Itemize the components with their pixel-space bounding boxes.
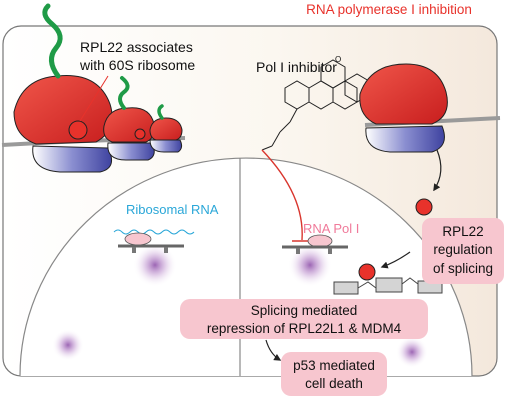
free-rpl22 bbox=[415, 198, 433, 216]
death-arrow bbox=[265, 339, 282, 361]
ribosome-large-subunit bbox=[149, 117, 183, 141]
ribosome-large-subunit bbox=[103, 107, 155, 143]
release-arrow bbox=[433, 149, 442, 192]
repression-line1: Splicing mediated bbox=[251, 303, 358, 318]
rpl22-on-premrna bbox=[358, 263, 376, 281]
rna-pol-i-right bbox=[307, 234, 333, 248]
nucleolus-small-left bbox=[52, 329, 84, 361]
nucleolus-small-right bbox=[396, 336, 428, 368]
ribosome-large-subunit bbox=[359, 63, 448, 125]
promoter-marker bbox=[328, 248, 332, 254]
rrna-transcripts bbox=[113, 229, 195, 235]
ribosome-small-subunit bbox=[32, 145, 113, 173]
rna-pol-i-left bbox=[124, 232, 152, 246]
rpl22-protein bbox=[134, 128, 146, 140]
ribosomal-rna-label: Ribosomal RNA bbox=[126, 202, 219, 217]
ribosome-small-subunit bbox=[149, 139, 183, 153]
ribosome-small-subunit bbox=[365, 125, 445, 153]
polysome bbox=[1, 3, 186, 173]
promoter-marker bbox=[132, 247, 136, 253]
inhibitor-label: Pol I inhibitor bbox=[256, 59, 337, 75]
promoter-marker bbox=[296, 248, 300, 254]
cell-death-callout bbox=[281, 352, 387, 396]
diagram-title: RNA polymerase I inhibition bbox=[306, 2, 472, 17]
polysome-label-line2: with 60S ribosome bbox=[79, 57, 195, 73]
rpl22-protein bbox=[68, 120, 88, 140]
nascent-peptide bbox=[42, 3, 63, 79]
exon bbox=[375, 277, 403, 293]
rna-pol-i-label: RNA Pol I bbox=[303, 221, 359, 236]
free-ribosome bbox=[359, 63, 501, 153]
pre-mrna bbox=[333, 277, 443, 295]
regulation-callout bbox=[422, 218, 504, 284]
regulation-arrow bbox=[380, 251, 411, 269]
regulation-line1: RPL22 bbox=[442, 224, 483, 239]
repression-line2: repression of RPL22L1 & MDM4 bbox=[207, 321, 402, 336]
nascent-peptide bbox=[118, 76, 130, 110]
exon bbox=[333, 281, 359, 295]
nucleolus-left bbox=[133, 243, 177, 287]
cell-death-line2: cell death bbox=[305, 376, 363, 391]
nascent-peptide bbox=[157, 104, 164, 120]
regulation-line3: of splicing bbox=[433, 261, 493, 276]
polysome-label-line1: RPL22 associates bbox=[80, 39, 193, 55]
regulation-line2: regulation bbox=[433, 242, 492, 257]
inhibitor-structure bbox=[261, 59, 370, 151]
rpl22-leader-line bbox=[79, 75, 109, 122]
nucleolus-right bbox=[288, 243, 332, 287]
repression-callout bbox=[180, 299, 428, 339]
carbonyl-oxygen: O bbox=[335, 55, 341, 64]
ribosome-small-subunit bbox=[107, 142, 155, 161]
promoter-marker bbox=[164, 247, 168, 253]
ribosome-large-subunit bbox=[13, 75, 113, 145]
inhibition-line bbox=[261, 149, 303, 241]
cell-death-line1: p53 mediated bbox=[293, 358, 375, 373]
intron bbox=[401, 277, 419, 285]
intron bbox=[357, 281, 377, 289]
